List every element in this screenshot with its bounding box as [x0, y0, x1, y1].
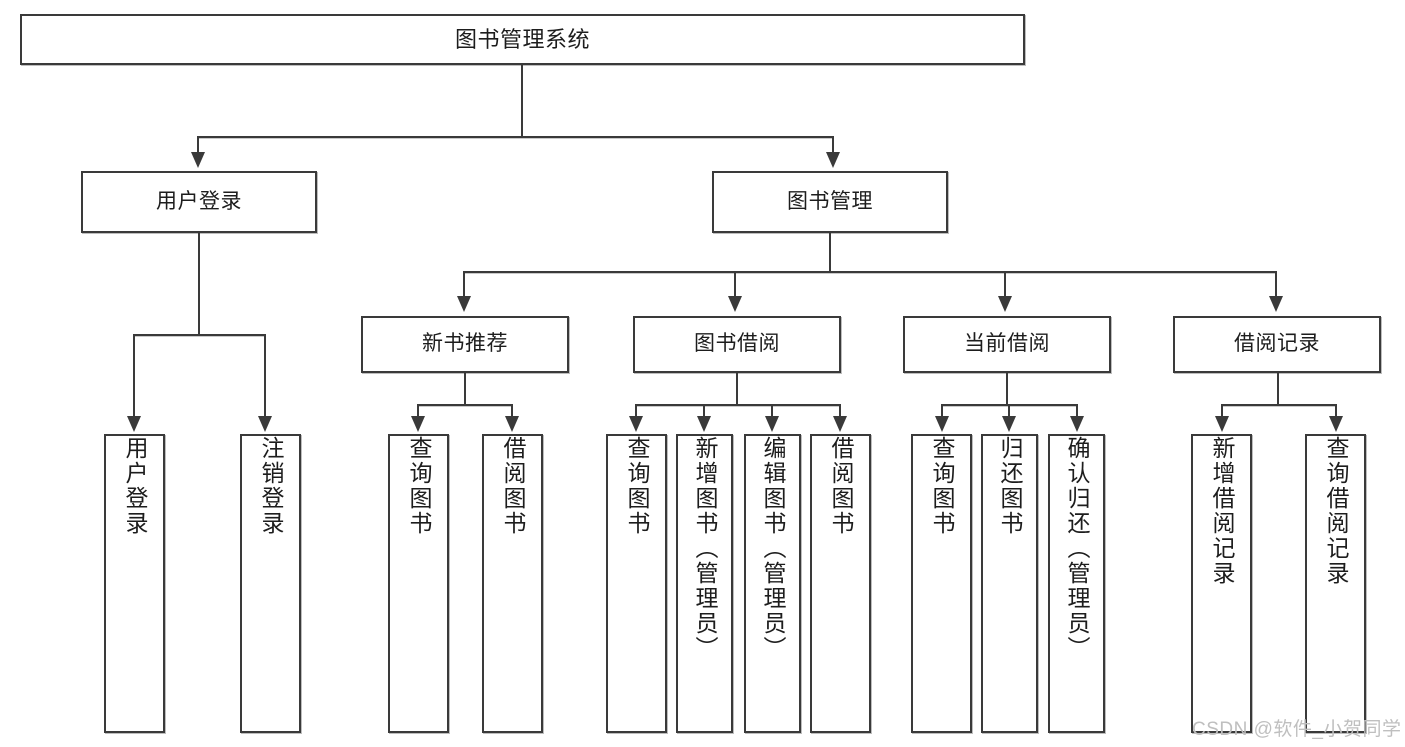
arrowhead-bb-query-book	[629, 416, 643, 432]
connector-br-branch-2	[1335, 404, 1337, 418]
connector-br-branch-1	[1221, 404, 1223, 418]
connector-root-stem	[521, 65, 523, 137]
arrowhead-br-query-record	[1329, 416, 1343, 432]
leaf-bb-add-book[interactable]: 新增图书（管理员）	[676, 434, 733, 733]
node-book-management[interactable]: 图书管理	[712, 171, 948, 233]
leaf-bb-query-book[interactable]: 查询图书	[606, 434, 667, 733]
node-label: 编辑图书（管理员）	[760, 436, 786, 661]
node-label: 图书管理系统	[454, 26, 590, 52]
arrowhead-book-mgmt	[826, 152, 840, 168]
node-label: 确认归还（管理员）	[1064, 436, 1090, 661]
node-label: 归还图书	[997, 436, 1023, 536]
leaf-bb-edit-book[interactable]: 编辑图书（管理员）	[744, 434, 801, 733]
arrowhead-new-book-recommend	[457, 296, 471, 312]
node-label: 查询借阅记录	[1323, 436, 1349, 586]
node-borrow-record[interactable]: 借阅记录	[1173, 316, 1381, 373]
connector-book-borrow-bus	[635, 404, 841, 406]
node-label: 借阅图书	[828, 436, 854, 536]
node-label: 借阅图书	[500, 436, 526, 536]
connector-root-to-book-mgmt	[832, 136, 834, 154]
connector-user-login-branch-1	[133, 334, 135, 418]
leaf-user-login[interactable]: 用户登录	[104, 434, 165, 733]
connector-root-bus	[197, 136, 834, 138]
arrowhead-user-login	[191, 152, 205, 168]
leaf-nbr-query-book[interactable]: 查询图书	[388, 434, 449, 733]
connector-to-current-borrow	[1004, 271, 1006, 298]
connector-cb-branch-1	[941, 404, 943, 418]
connector-book-mgmt-stem	[829, 233, 831, 272]
leaf-bb-borrow-book[interactable]: 借阅图书	[810, 434, 871, 733]
arrowhead-cb-return-book	[1002, 416, 1016, 432]
leaf-br-query-record[interactable]: 查询借阅记录	[1305, 434, 1366, 733]
node-label: 查询图书	[406, 436, 432, 536]
leaf-nbr-borrow-book[interactable]: 借阅图书	[482, 434, 543, 733]
node-user-login[interactable]: 用户登录	[81, 171, 317, 233]
connector-borrow-record-bus	[1221, 404, 1337, 406]
arrowhead-nbr-query-book	[411, 416, 425, 432]
connector-to-borrow-record	[1275, 271, 1277, 298]
connector-root-to-user-login	[197, 136, 199, 154]
leaf-cb-return-book[interactable]: 归还图书	[981, 434, 1038, 733]
connector-cb-branch-3	[1076, 404, 1078, 418]
connector-cb-branch-2	[1008, 404, 1010, 418]
arrowhead-br-add-record	[1215, 416, 1229, 432]
connector-new-book-recommend-bus	[417, 404, 513, 406]
connector-bb-branch-4	[839, 404, 841, 418]
connector-borrow-record-stem	[1277, 373, 1279, 405]
arrowhead-bb-add-book	[697, 416, 711, 432]
connector-bb-branch-2	[703, 404, 705, 418]
node-label: 图书借阅	[694, 332, 780, 356]
node-label: 注销登录	[258, 436, 284, 536]
node-label: 用户登录	[156, 189, 242, 213]
node-new-book-recommend[interactable]: 新书推荐	[361, 316, 569, 373]
leaf-cb-query-book[interactable]: 查询图书	[911, 434, 972, 733]
connector-to-book-borrow	[734, 271, 736, 298]
arrowhead-current-borrow	[998, 296, 1012, 312]
arrowhead-leaf-logout	[258, 416, 272, 432]
connector-user-login-stem	[198, 233, 200, 335]
node-current-borrow[interactable]: 当前借阅	[903, 316, 1111, 373]
node-book-borrow[interactable]: 图书借阅	[633, 316, 841, 373]
node-label: 新增图书（管理员）	[692, 436, 718, 661]
connector-current-borrow-stem	[1006, 373, 1008, 405]
arrowhead-borrow-record	[1269, 296, 1283, 312]
arrowhead-cb-query-book	[935, 416, 949, 432]
leaf-cb-confirm-return[interactable]: 确认归还（管理员）	[1048, 434, 1105, 733]
connector-bb-branch-3	[771, 404, 773, 418]
node-label: 查询图书	[929, 436, 955, 536]
connector-nbr-branch-2	[511, 404, 513, 418]
arrowhead-nbr-borrow-book	[505, 416, 519, 432]
arrowhead-book-borrow	[728, 296, 742, 312]
connector-bb-branch-1	[635, 404, 637, 418]
node-label: 新增借阅记录	[1209, 436, 1235, 586]
node-label: 当前借阅	[964, 332, 1050, 356]
leaf-logout-login[interactable]: 注销登录	[240, 434, 301, 733]
connector-book-mgmt-bus	[463, 271, 1277, 273]
connector-book-borrow-stem	[736, 373, 738, 405]
connector-new-book-recommend-stem	[464, 373, 466, 405]
arrowhead-bb-borrow-book	[833, 416, 847, 432]
connector-to-new-book-recommend	[463, 271, 465, 298]
node-label: 用户登录	[122, 436, 148, 536]
arrowhead-leaf-user-login	[127, 416, 141, 432]
arrowhead-cb-confirm-return	[1070, 416, 1084, 432]
csdn-watermark: CSDN @软件_小贺同学	[1192, 719, 1402, 740]
node-root-system[interactable]: 图书管理系统	[20, 14, 1025, 65]
node-label: 新书推荐	[422, 332, 508, 356]
node-label: 借阅记录	[1234, 332, 1320, 356]
connector-user-login-bus	[133, 334, 265, 336]
node-label: 查询图书	[624, 436, 650, 536]
node-label: 图书管理	[787, 189, 873, 213]
leaf-br-add-record[interactable]: 新增借阅记录	[1191, 434, 1252, 733]
connector-user-login-branch-2	[264, 334, 266, 418]
arrowhead-bb-edit-book	[765, 416, 779, 432]
connector-nbr-branch-1	[417, 404, 419, 418]
